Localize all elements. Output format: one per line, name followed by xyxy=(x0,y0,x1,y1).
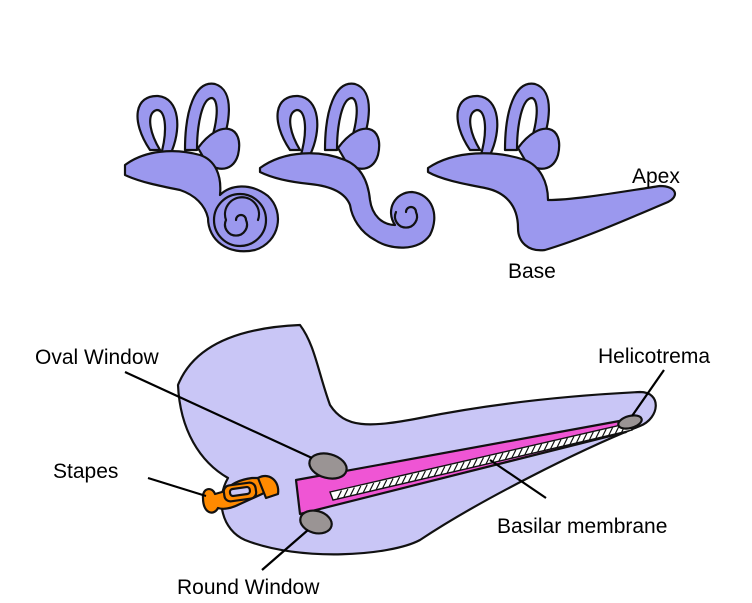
helicotrema-label: Helicotrema xyxy=(598,345,710,368)
stapes-label: Stapes xyxy=(53,460,118,483)
oval-window-label: Oval Window xyxy=(35,346,160,369)
round-window-label: Round Window xyxy=(177,576,320,599)
basilar-membrane-label: Basilar membrane xyxy=(497,515,667,538)
apex-label: Apex xyxy=(632,165,680,188)
base-label: Base xyxy=(508,260,556,283)
